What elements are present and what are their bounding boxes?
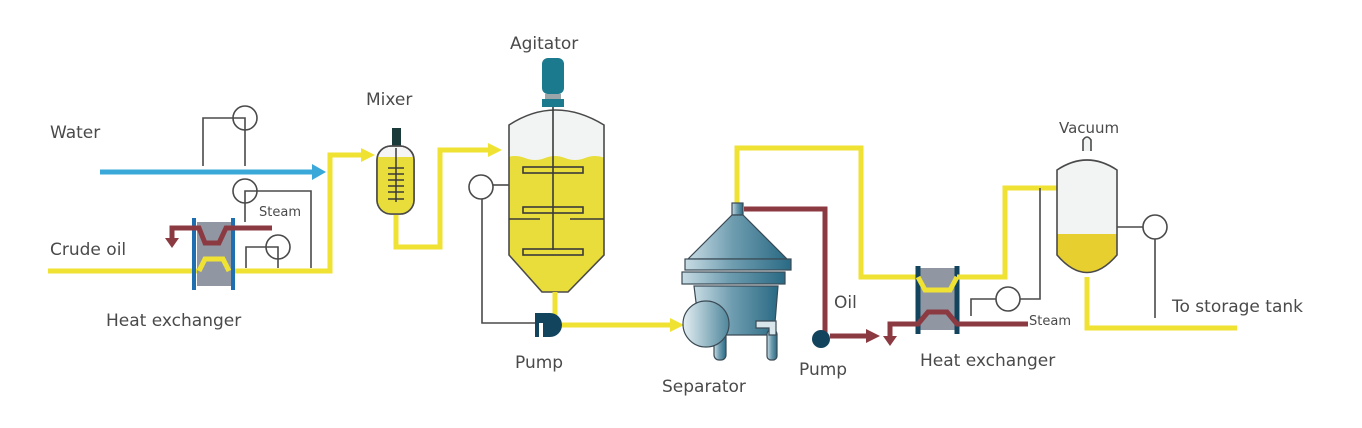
label-vacuum: Vacuum <box>1059 119 1119 137</box>
to-storage-line <box>1084 277 1237 331</box>
vacuum-vessel[interactable] <box>1050 136 1125 294</box>
instrument-steam-control-right[interactable] <box>970 188 1041 316</box>
agitator-tank[interactable] <box>500 58 610 300</box>
label-water: Water <box>50 123 100 143</box>
label-pump-left: Pump <box>515 353 563 373</box>
mixer-to-agitator-line <box>393 143 502 250</box>
crude-oil-line <box>48 148 375 274</box>
instrument-agitator-level[interactable] <box>468 174 540 324</box>
label-heat-exchanger-left: Heat exchanger <box>106 311 241 331</box>
separator-light-phase-line <box>734 145 918 280</box>
water-line <box>100 164 326 180</box>
steam-out-arrow-icon <box>165 238 179 248</box>
label-pump-right: Pump <box>799 360 847 380</box>
oil-arrow-icon <box>866 329 880 343</box>
label-to-storage-tank: To storage tank <box>1171 297 1303 317</box>
label-steam-right: Steam <box>1029 314 1071 329</box>
agitator-inlet-arrow-icon <box>488 143 502 157</box>
label-steam-left: Steam <box>259 205 301 220</box>
instrument-steam-control[interactable] <box>232 178 312 268</box>
separator-oil-line <box>744 206 880 343</box>
label-agitator: Agitator <box>510 34 578 54</box>
water-arrow-icon <box>312 164 326 180</box>
instrument-water-control[interactable] <box>202 105 258 166</box>
mixer[interactable] <box>376 128 415 217</box>
crude-oil-arrow-icon <box>361 148 375 162</box>
label-crude-oil: Crude oil <box>50 240 126 260</box>
label-separator: Separator <box>662 377 746 397</box>
instrument-temp-control[interactable] <box>245 234 291 268</box>
heat-exchanger-left[interactable] <box>165 218 272 290</box>
agitator-to-separator-line <box>552 292 684 332</box>
label-heat-exchanger-right: Heat exchanger <box>920 351 1055 371</box>
label-oil: Oil <box>834 293 857 313</box>
heat-exchanger-right[interactable] <box>883 185 1095 346</box>
separator[interactable] <box>681 202 792 361</box>
instrument-vacuum-level[interactable] <box>1117 214 1168 318</box>
pump-right[interactable] <box>812 330 830 348</box>
pump-left[interactable] <box>535 313 562 338</box>
label-mixer: Mixer <box>366 90 412 110</box>
separator-inlet-arrow-icon <box>670 318 684 332</box>
steam-out-arrow-right-icon <box>883 336 897 346</box>
